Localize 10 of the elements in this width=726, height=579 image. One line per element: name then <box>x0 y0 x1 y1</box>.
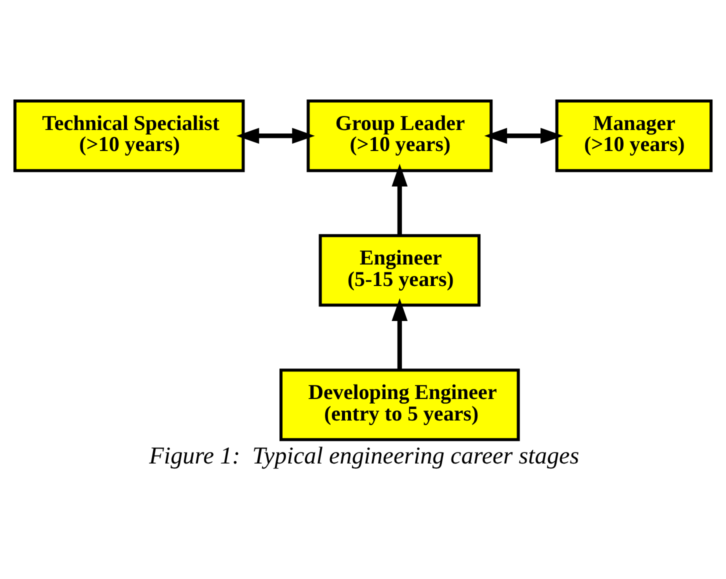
arrow <box>392 298 408 369</box>
node-box: Engineer (5-15 years) <box>318 234 481 306</box>
node-box: Manager (>10 years) <box>555 99 713 172</box>
node-box: Technical Specialist (>10 years) <box>13 99 245 172</box>
arrow <box>484 127 564 144</box>
node-box: Developing Engineer (entry to 5 years) <box>279 368 520 441</box>
arrow <box>392 163 408 234</box>
caption: Figure 1: Typical engineering career stages <box>149 442 580 470</box>
node-box: Group Leader (>10 years) <box>306 99 493 172</box>
arrow <box>236 127 315 144</box>
